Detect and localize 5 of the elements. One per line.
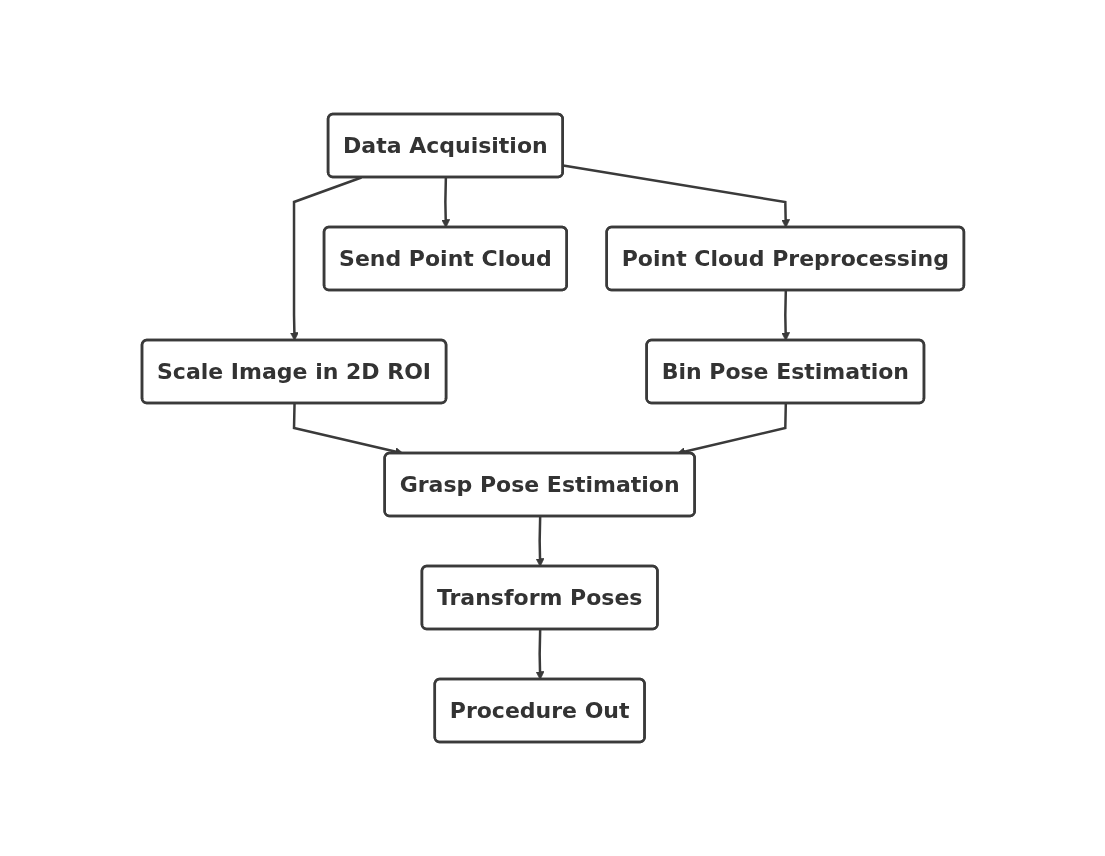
arrow [535, 516, 544, 567]
arrow [440, 177, 450, 228]
arrow [780, 290, 790, 341]
arrow [562, 164, 790, 228]
arrow [535, 629, 544, 680]
